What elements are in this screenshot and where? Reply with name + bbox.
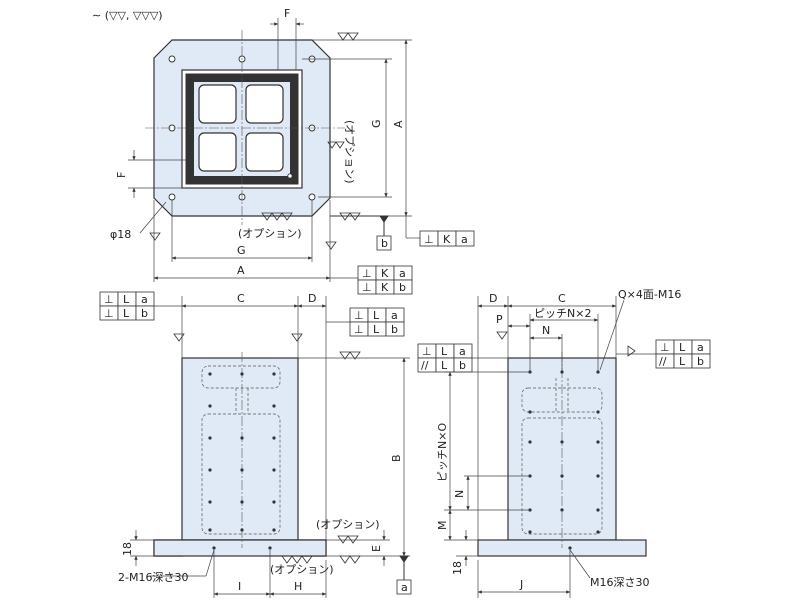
dim-A-right: A — [392, 120, 405, 128]
tol-sl-r2-ref: L — [441, 359, 448, 372]
tol-fr-r1-ref: L — [373, 309, 380, 322]
tol-sl-r1-datum: a — [459, 345, 466, 358]
option-front-1: (オプション) — [316, 518, 380, 531]
tol-tb-r2-ref: K — [381, 281, 389, 294]
side-view: D C ピッチN×2 P N Q×4面-M16 ⊥ L — [417, 288, 711, 598]
pitch-N2-label: ピッチN×2 — [534, 307, 591, 320]
option-side-label: (オプション) — [343, 120, 356, 184]
tol-fr-r1-sym: ⊥ — [354, 309, 364, 322]
dim-H: H — [294, 580, 302, 593]
dim-G-right: G — [370, 119, 383, 128]
tol-sr-r1-ref: L — [679, 341, 686, 354]
front-view: C D ⊥ L a ⊥ L b ⊥ — [99, 291, 412, 598]
tol-frame-top-right: ⊥ K a — [419, 230, 475, 247]
option-front-2: (オプション) — [270, 563, 334, 576]
dim-I: I — [238, 580, 241, 593]
dim-J: J — [519, 578, 523, 591]
dim-M: M — [436, 521, 449, 531]
dim-G-bottom: G — [237, 244, 246, 257]
tol-sr-r2-datum: b — [697, 355, 704, 368]
tol-fl-r2-datum: b — [141, 307, 148, 320]
tol-fr-r2-ref: L — [373, 323, 380, 336]
tol-fl-r1-datum: a — [141, 293, 148, 306]
phi18-label: φ18 — [110, 228, 131, 241]
dim-C-side: C — [558, 292, 566, 305]
tol-frame-side-right: ⊥ L a // L b — [655, 339, 711, 369]
datum-b-box — [376, 235, 392, 251]
dim-F-top: F — [284, 7, 290, 20]
tol-fl-r1-ref: L — [123, 293, 130, 306]
finish-symbol: ∼ (▽▽, ▽▽▽) — [92, 9, 163, 22]
dim-18-front: 18 — [121, 542, 134, 556]
tap-label-front: 2-M16深さ30 — [118, 571, 188, 584]
tol-sr-r2-sym: // — [659, 355, 667, 368]
option-bottom-label: (オプション) — [238, 227, 302, 240]
tol-top-right-datum: a — [461, 233, 468, 246]
front-column — [181, 357, 299, 541]
tol-sr-r1-datum: a — [697, 341, 704, 354]
dim-B: B — [390, 454, 403, 462]
front-base-lower — [153, 539, 327, 557]
tol-fr-r2-sym: ⊥ — [354, 323, 364, 336]
tol-sl-r1-sym: ⊥ — [422, 345, 432, 358]
datum-a: a — [401, 581, 408, 594]
dim-N-top: N — [542, 324, 550, 337]
q-tap-label: Q×4面-M16 — [618, 288, 681, 301]
tol-frame-front-right: ⊥ L a ⊥ L b — [349, 307, 405, 337]
pitch-NO-label: ピッチN×O — [436, 423, 449, 482]
dim-F-left: F — [115, 172, 128, 178]
small-hole — [287, 173, 293, 179]
window-bl — [198, 132, 237, 172]
tol-fr-r1-datum: a — [391, 309, 398, 322]
tol-frame-side-left: ⊥ L a // L b — [417, 343, 473, 373]
dim-18-side: 18 — [451, 561, 464, 575]
window-br — [245, 132, 284, 172]
tol-fr-r2-datum: b — [391, 323, 398, 336]
side-tap-dots — [528, 370, 600, 550]
dim-E: E — [370, 545, 383, 552]
tol-top-right-sym: ⊥ — [424, 233, 434, 246]
top-view: F F G A (オプション) b — [110, 7, 475, 295]
window-tr — [245, 84, 284, 124]
tol-tb-r1-datum: a — [399, 267, 406, 280]
tol-sl-r1-ref: L — [441, 345, 448, 358]
dim-A-bottom: A — [237, 264, 245, 277]
tol-tb-r1-sym: ⊥ — [362, 267, 372, 280]
tol-tb-r2-sym: ⊥ — [362, 281, 372, 294]
datum-b: b — [381, 237, 388, 250]
dim-D-side: D — [489, 292, 497, 305]
datum-a-box — [396, 579, 412, 595]
tap-label-side: M16深さ30 — [590, 576, 650, 589]
dim-P: P — [496, 313, 503, 326]
dim-N-left: N — [453, 490, 466, 498]
front-tap-dots — [208, 372, 276, 550]
tol-frame-top-bottom: ⊥ K a ⊥ K b — [357, 265, 413, 295]
tol-fl-r1-sym: ⊥ — [104, 293, 114, 306]
tol-sr-r2-ref: L — [679, 355, 686, 368]
dim-C-front: C — [237, 292, 245, 305]
window-tl — [198, 84, 237, 124]
tol-frame-front-left: ⊥ L a ⊥ L b — [99, 291, 155, 321]
tol-fl-r2-sym: ⊥ — [104, 307, 114, 320]
tol-sl-r2-sym: // — [421, 359, 429, 372]
tol-sl-r2-datum: b — [459, 359, 466, 372]
tol-fl-r2-ref: L — [123, 307, 130, 320]
dim-D-front: D — [308, 292, 316, 305]
tol-tb-r1-ref: K — [381, 267, 389, 280]
tol-top-right-ref: K — [443, 233, 451, 246]
tol-sr-r1-sym: ⊥ — [660, 341, 670, 354]
tol-tb-r2-datum: b — [399, 281, 406, 294]
